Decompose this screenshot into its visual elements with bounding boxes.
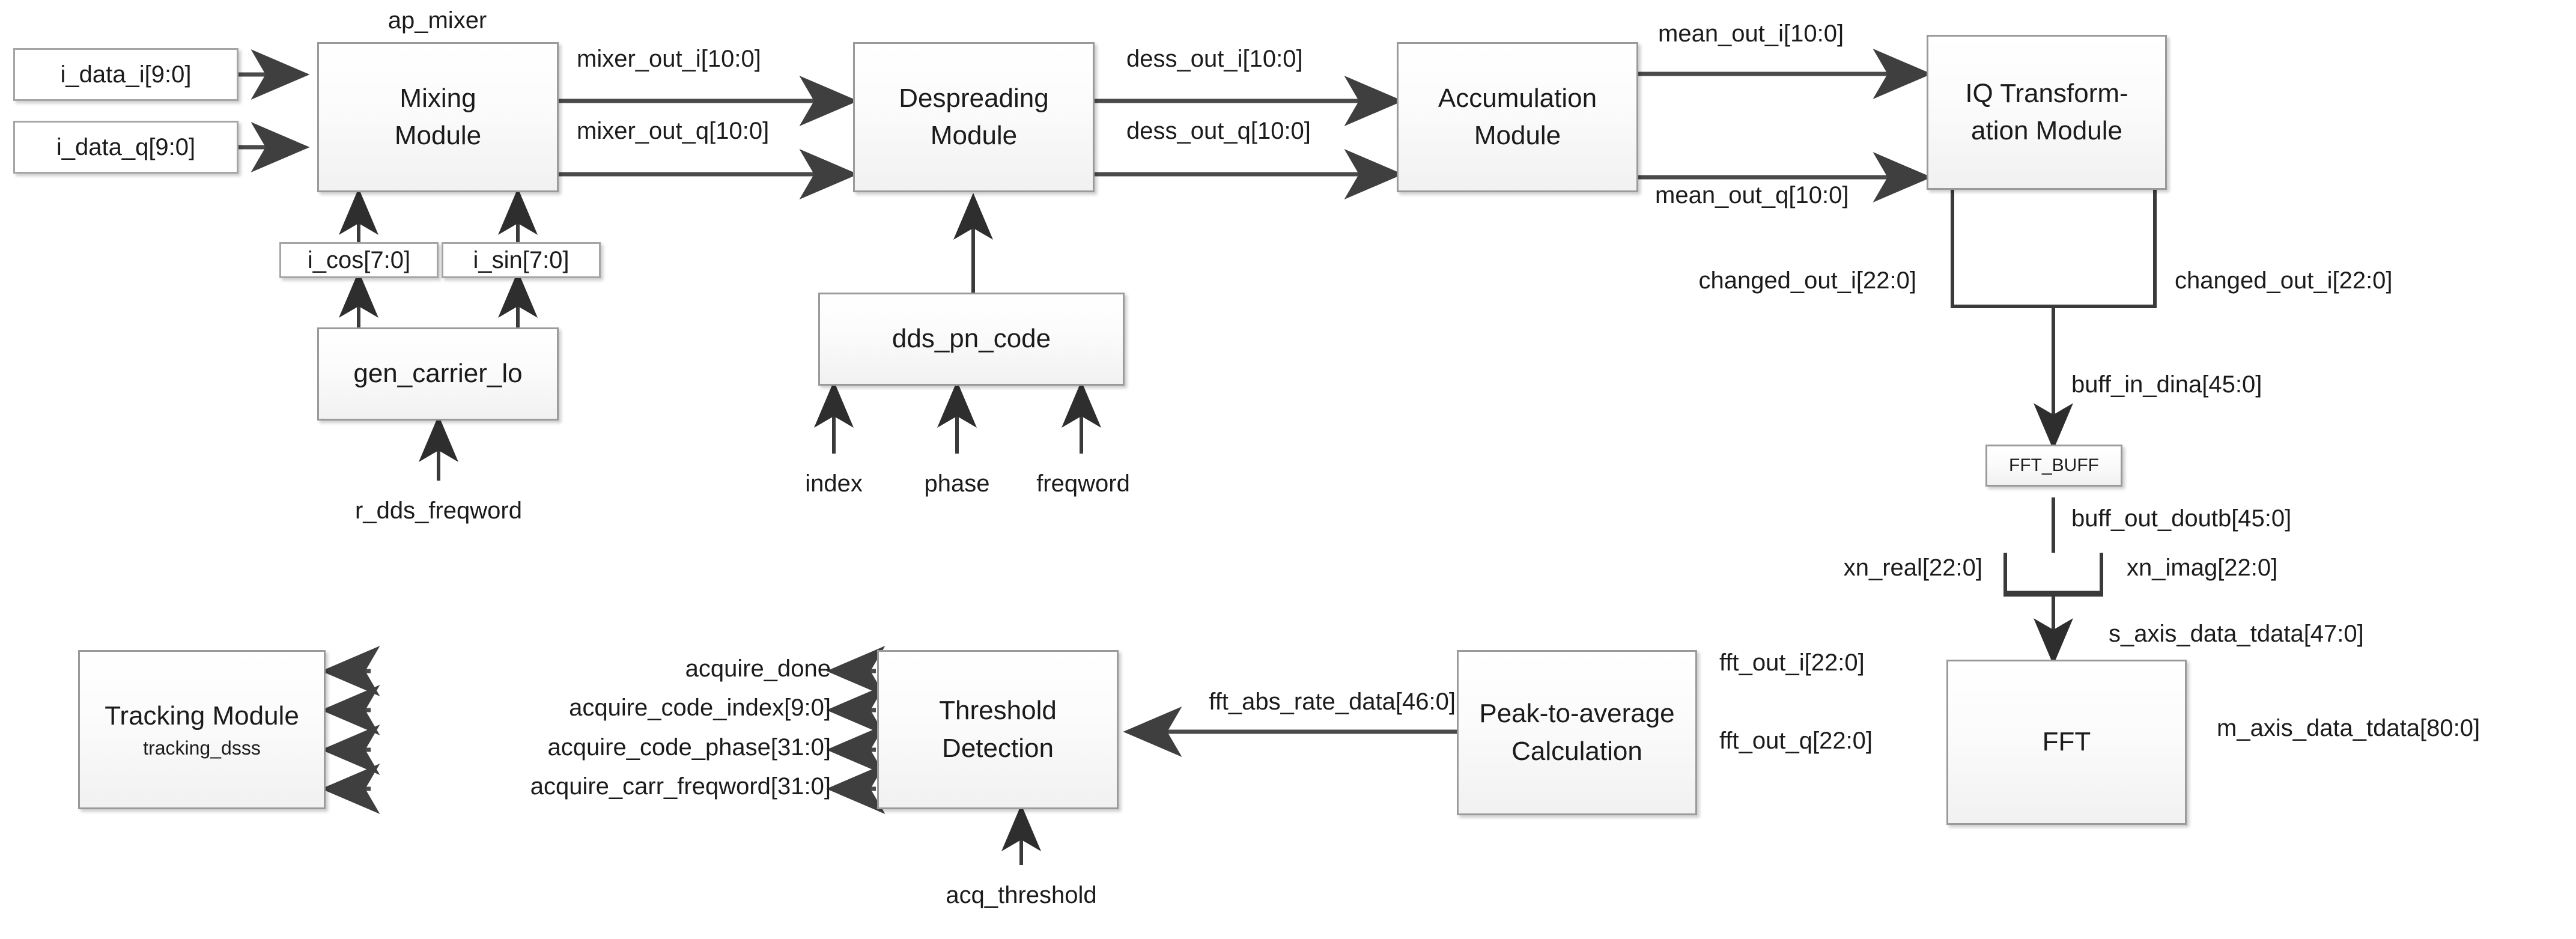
label-phase: phase xyxy=(924,470,990,497)
signal-box-i-data-i-label: i_data_i[9:0] xyxy=(60,61,192,88)
gen-carrier-lo-label: gen_carrier_lo xyxy=(353,359,523,389)
block-fft[interactable]: FFT xyxy=(1946,660,2187,825)
label-dess-out-q: dess_out_q[10:0] xyxy=(1126,118,1311,144)
label-fft-out-q: fft_out_q[22:0] xyxy=(1719,728,1873,754)
despreading-module-line1: Despreading xyxy=(899,83,1049,113)
label-r-dds-freqword: r_dds_freqword xyxy=(355,497,522,524)
block-peak-to-average-calculation[interactable]: Peak-to-average Calculation xyxy=(1457,650,1697,815)
signal-box-i-sin-label: i_sin[7:0] xyxy=(473,246,570,273)
block-iq-transformation-module[interactable]: IQ Transform- ation Module xyxy=(1927,35,2167,190)
block-dds-pn-code[interactable]: dds_pn_code xyxy=(818,293,1125,386)
mixing-module-line1: Mixing xyxy=(399,83,476,113)
label-buff-out-doutb: buff_out_doutb[45:0] xyxy=(2071,505,2292,532)
threshold-detection-line1: Threshold xyxy=(939,696,1057,726)
tracking-module-line1: Tracking Module xyxy=(105,700,299,731)
label-acquire-code-index: acquire_code_index[9:0] xyxy=(569,694,831,721)
label-acquire-code-phase: acquire_code_phase[31:0] xyxy=(547,734,831,761)
signal-box-i-cos-label: i_cos[7:0] xyxy=(307,246,411,273)
label-s-axis-data-tdata: s_axis_data_tdata[47:0] xyxy=(2109,621,2364,647)
signal-box-i-sin[interactable]: i_sin[7:0] xyxy=(442,242,601,278)
iq-transformation-line1: IQ Transform- xyxy=(1965,78,2128,108)
fft-buff-label: FFT_BUFF xyxy=(2009,455,2099,475)
threshold-detection-line2: Detection xyxy=(942,733,1054,763)
label-changed-out-i-left: changed_out_i[22:0] xyxy=(1698,267,1916,294)
label-mixer-out-i: mixer_out_i[10:0] xyxy=(577,46,761,72)
dds-pn-code-label: dds_pn_code xyxy=(892,324,1051,354)
peak-to-average-line2: Calculation xyxy=(1511,736,1642,766)
block-despreading-module[interactable]: Despreading Module xyxy=(853,42,1095,192)
label-mean-out-q: mean_out_q[10:0] xyxy=(1655,182,1849,208)
label-acq-threshold: acq_threshold xyxy=(946,882,1097,908)
label-xn-imag: xn_imag[22:0] xyxy=(2127,555,2278,581)
tracking-module-line2: tracking_dsss xyxy=(143,737,261,759)
block-fft-buff[interactable]: FFT_BUFF xyxy=(1985,445,2122,487)
block-mixing-module[interactable]: Mixing Module xyxy=(317,42,559,192)
block-threshold-detection[interactable]: Threshold Detection xyxy=(877,650,1119,809)
label-mixer-out-q: mixer_out_q[10:0] xyxy=(577,118,770,144)
peak-to-average-line1: Peak-to-average xyxy=(1479,699,1675,729)
signal-box-i-data-q[interactable]: i_data_q[9:0] xyxy=(13,121,238,174)
iq-transformation-line2: ation Module xyxy=(1971,116,2122,145)
despreading-module-line2: Module xyxy=(930,121,1018,150)
label-index: index xyxy=(805,470,863,497)
label-buff-in-dina: buff_in_dina[45:0] xyxy=(2071,371,2262,398)
label-fft-out-i: fft_out_i[22:0] xyxy=(1719,649,1865,676)
accumulation-module-line2: Module xyxy=(1474,121,1561,150)
label-acquire-carr-freqword: acquire_carr_freqword[31:0] xyxy=(530,773,831,800)
label-mean-out-i: mean_out_i[10:0] xyxy=(1658,20,1844,47)
block-accumulation-module[interactable]: Accumulation Module xyxy=(1397,42,1638,192)
label-fft-abs-rate-data: fft_abs_rate_data[46:0] xyxy=(1209,688,1456,715)
fft-label: FFT xyxy=(2042,727,2091,757)
label-m-axis-data-tdata: m_axis_data_tdata[80:0] xyxy=(2217,715,2480,741)
signal-box-i-cos[interactable]: i_cos[7:0] xyxy=(279,242,439,278)
label-xn-real: xn_real[22:0] xyxy=(1843,555,1982,581)
label-acquire-done: acquire_done xyxy=(685,655,831,682)
block-gen-carrier-lo[interactable]: gen_carrier_lo xyxy=(317,327,559,421)
label-changed-out-i-right: changed_out_i[22:0] xyxy=(2175,267,2393,294)
mixing-module-line2: Module xyxy=(394,121,482,150)
signal-box-i-data-q-label: i_data_q[9:0] xyxy=(56,133,196,160)
label-freqword: freqword xyxy=(1036,470,1130,497)
accumulation-module-line1: Accumulation xyxy=(1438,83,1597,113)
label-dess-out-i: dess_out_i[10:0] xyxy=(1126,46,1303,72)
ap-mixer-caption: ap_mixer xyxy=(387,7,487,34)
block-tracking-module[interactable]: Tracking Module tracking_dsss xyxy=(78,650,326,809)
signal-box-i-data-i[interactable]: i_data_i[9:0] xyxy=(13,48,238,101)
